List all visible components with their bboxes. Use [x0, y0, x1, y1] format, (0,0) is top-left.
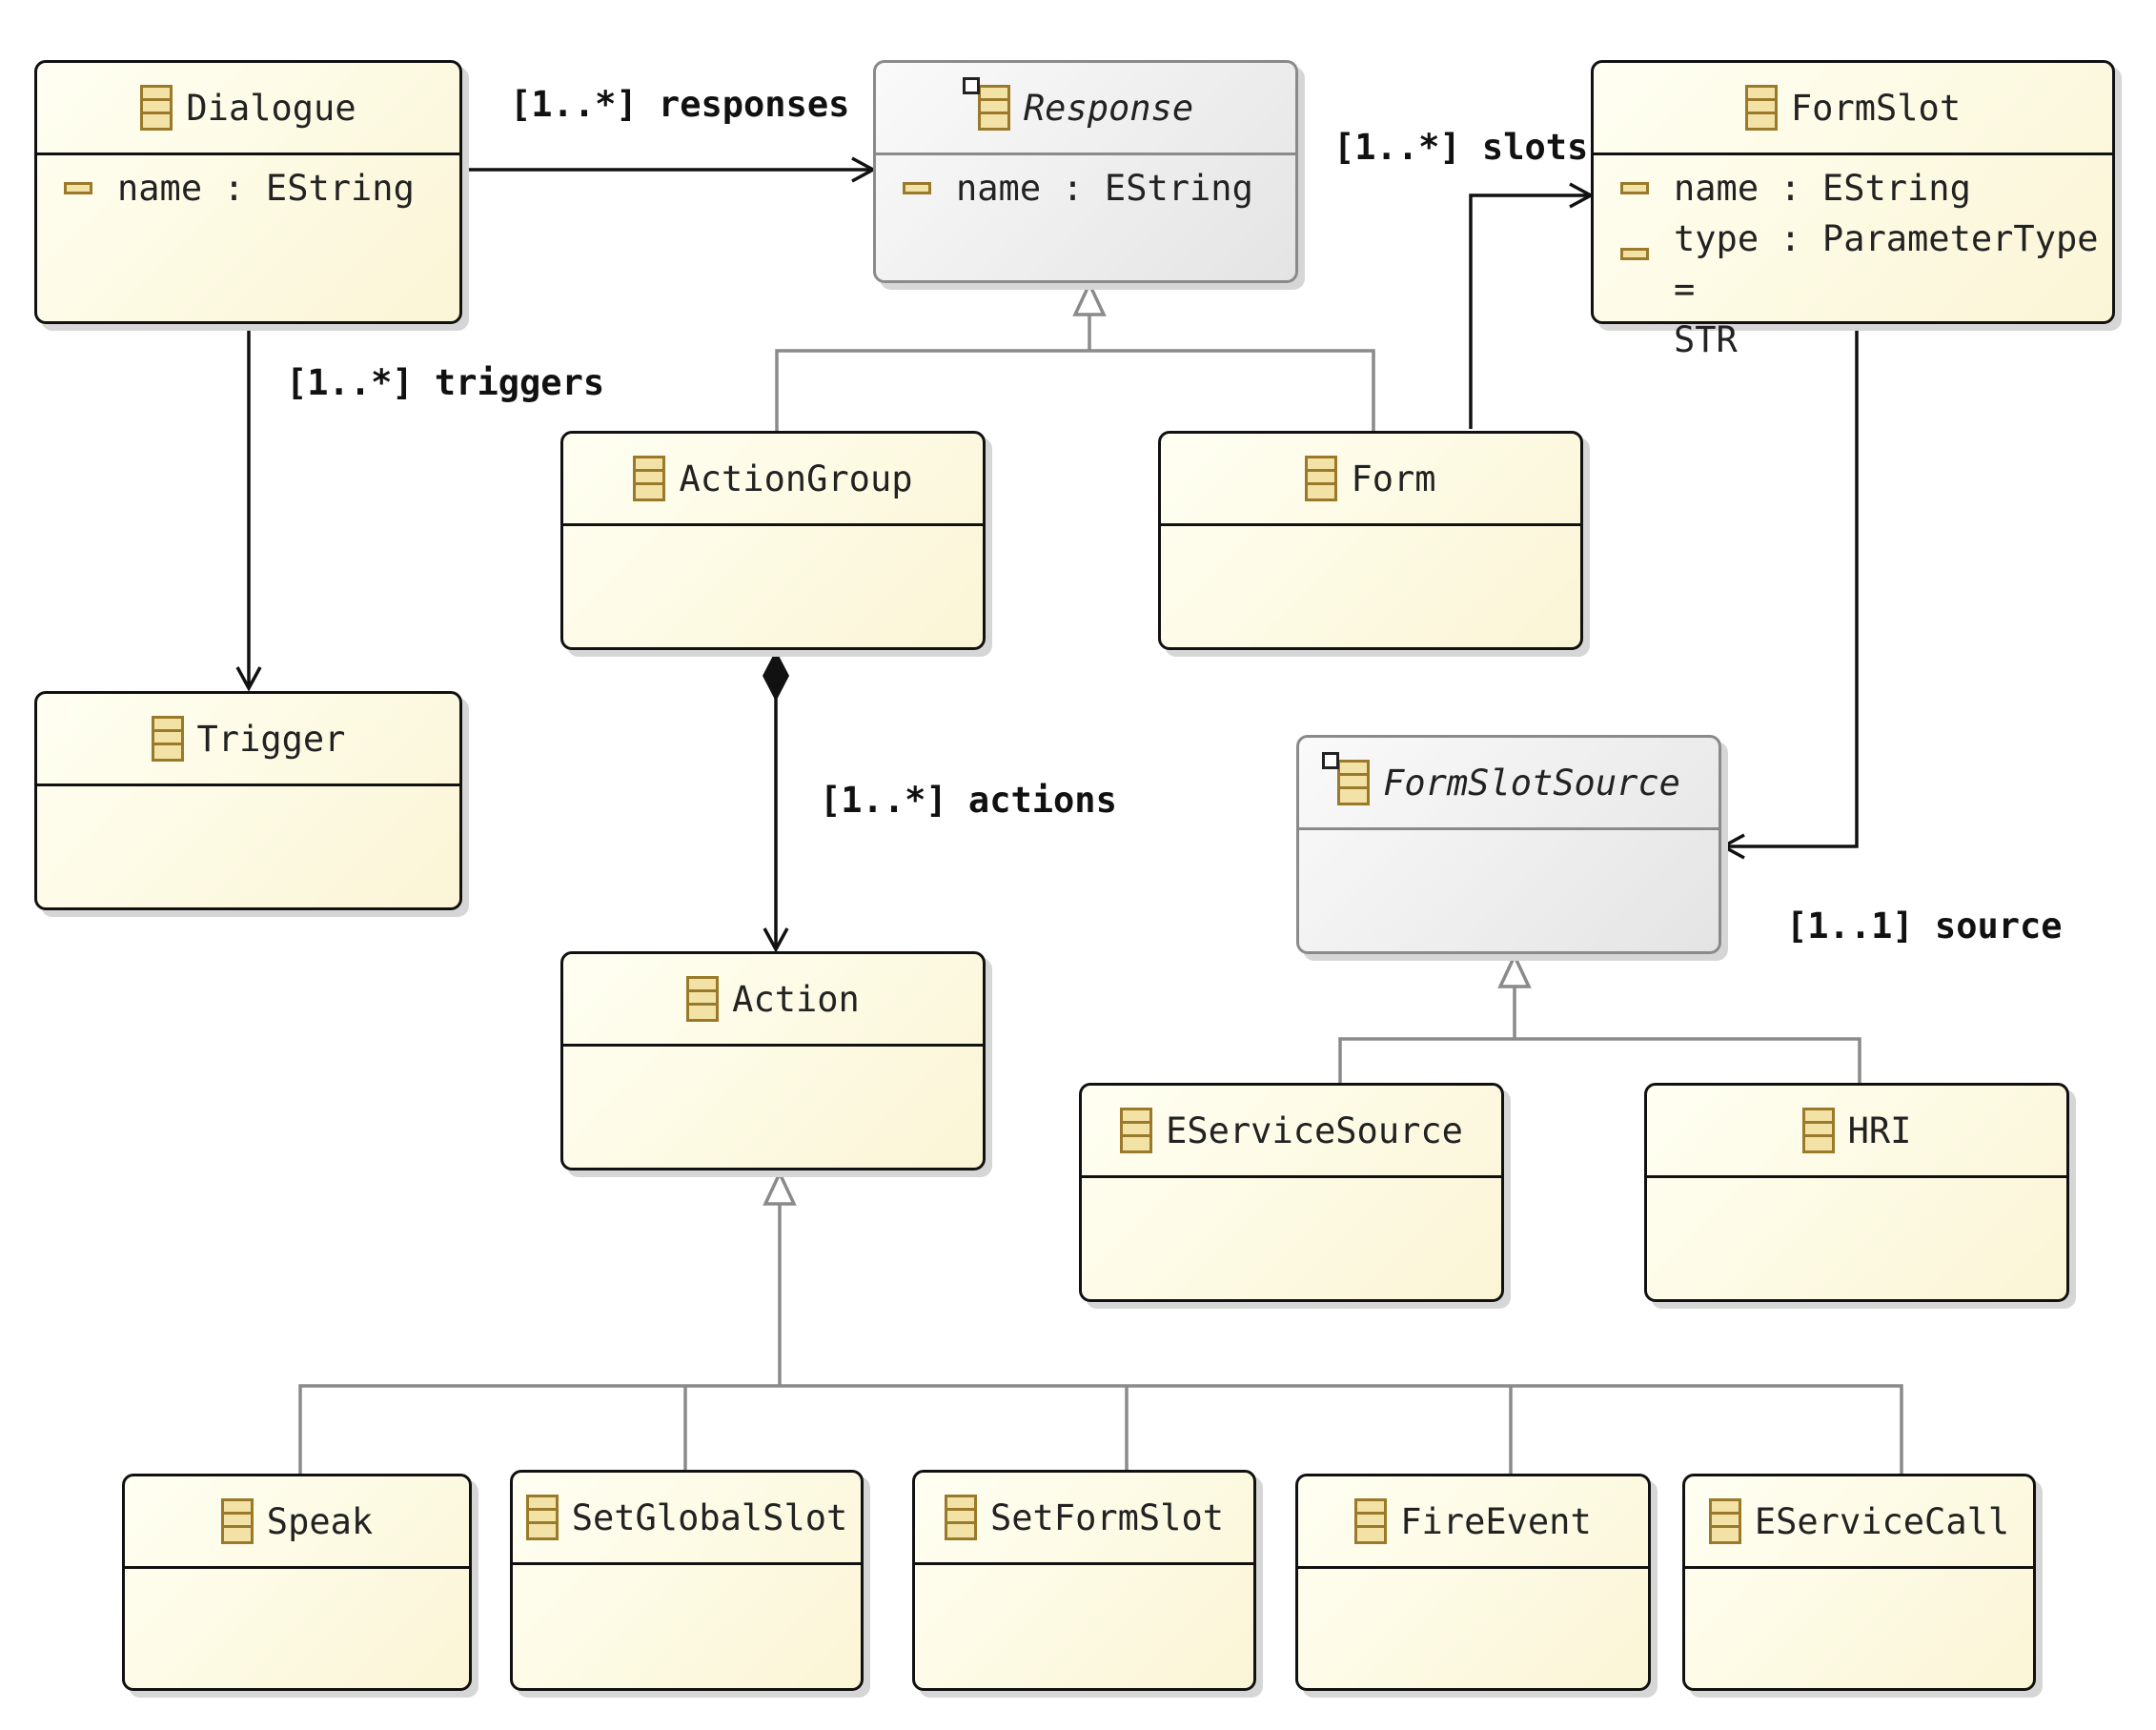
- class-icon: [944, 1495, 977, 1540]
- class-icon: [1744, 85, 1778, 131]
- attribute-icon: [903, 182, 931, 194]
- class-form[interactable]: Form: [1158, 431, 1583, 650]
- class-name: HRI: [1847, 1109, 1912, 1151]
- class-name: SetFormSlot: [989, 1496, 1225, 1538]
- class-name: FireEvent: [1400, 1500, 1592, 1542]
- generalization-action: [298, 1384, 1903, 1474]
- class-name: FormSlotSource: [1383, 762, 1680, 804]
- slots-association: [1469, 182, 1595, 429]
- class-icon: [1354, 1498, 1388, 1544]
- class-name: SetGlobalSlot: [571, 1496, 848, 1538]
- class-name: Response: [1023, 87, 1194, 129]
- class-header: FormSlot: [1594, 63, 2112, 155]
- label-responses: [1..*] responses: [510, 84, 850, 125]
- class-name: EServiceSource: [1166, 1109, 1463, 1151]
- attribute-compartment: name : EString type : ParameterType = ST…: [1594, 155, 2112, 365]
- class-header: FireEvent: [1298, 1476, 1648, 1569]
- class-hri[interactable]: HRI: [1644, 1083, 2069, 1302]
- attribute-compartment: name : EString: [876, 155, 1295, 214]
- class-header: Form: [1161, 434, 1580, 526]
- class-header: EServiceSource: [1082, 1086, 1501, 1178]
- label-actions: [1..*] actions: [820, 780, 1117, 821]
- class-trigger[interactable]: Trigger: [34, 691, 462, 910]
- attribute-text: name : EString: [117, 168, 415, 209]
- attribute-icon: [64, 182, 92, 194]
- label-source: [1..1] source: [1786, 906, 2063, 946]
- class-icon: [151, 716, 184, 762]
- class-header: Response: [876, 63, 1295, 155]
- class-eservicecall[interactable]: EServiceCall: [1682, 1474, 2036, 1691]
- class-header: SetFormSlot: [915, 1473, 1253, 1565]
- class-header: ActionGroup: [563, 434, 983, 526]
- class-icon: [220, 1498, 254, 1544]
- generalization-arrowhead: [763, 1169, 797, 1206]
- class-header: Dialogue: [37, 63, 459, 155]
- class-action[interactable]: Action: [560, 951, 986, 1170]
- attribute[interactable]: type : ParameterType = STR: [1594, 214, 2112, 365]
- attribute[interactable]: name : EString: [37, 163, 459, 214]
- abstract-class-icon: [962, 77, 1010, 131]
- attribute-text: name : EString: [956, 168, 1253, 209]
- class-header: Action: [563, 954, 983, 1047]
- label-triggers: [1..*] triggers: [286, 362, 605, 403]
- class-header: EServiceCall: [1685, 1476, 2033, 1569]
- class-header: Trigger: [37, 694, 459, 786]
- attribute-text: name : EString: [1674, 168, 1971, 209]
- class-icon: [1305, 456, 1338, 501]
- class-name: Trigger: [196, 718, 346, 760]
- class-setformslot[interactable]: SetFormSlot: [912, 1470, 1256, 1691]
- class-eservicesource[interactable]: EServiceSource: [1079, 1083, 1504, 1302]
- class-name: Dialogue: [186, 87, 356, 129]
- class-header: Speak: [125, 1476, 469, 1569]
- attribute[interactable]: name : EString: [876, 163, 1295, 214]
- class-setglobalslot[interactable]: SetGlobalSlot: [510, 1470, 864, 1691]
- generalization-arrowhead: [1497, 951, 1532, 988]
- generalization-formslotsource: [1338, 1037, 1861, 1085]
- generalization-response: [775, 349, 1375, 431]
- class-name: EServiceCall: [1754, 1500, 2010, 1542]
- class-icon: [1708, 1498, 1741, 1544]
- attribute-icon: [1620, 248, 1649, 260]
- class-header: FormSlotSource: [1299, 738, 1719, 830]
- class-formslotsource[interactable]: FormSlotSource: [1296, 735, 1721, 954]
- attribute-text: type : ParameterType = STR: [1674, 218, 2099, 360]
- class-icon: [633, 456, 666, 501]
- class-response[interactable]: Response name : EString: [873, 60, 1298, 283]
- attribute[interactable]: name : EString: [1594, 163, 2112, 214]
- abstract-class-icon: [1322, 752, 1371, 805]
- class-header: HRI: [1647, 1086, 2066, 1178]
- class-actiongroup[interactable]: ActionGroup: [560, 431, 986, 650]
- generalization-arrowhead: [1072, 279, 1107, 316]
- class-dialogue[interactable]: Dialogue name : EString: [34, 60, 462, 324]
- class-icon: [140, 85, 173, 131]
- class-name: FormSlot: [1790, 87, 1962, 129]
- class-formslot[interactable]: FormSlot name : EString type : Parameter…: [1591, 60, 2115, 360]
- class-name: Speak: [266, 1500, 374, 1542]
- class-name: ActionGroup: [679, 458, 913, 499]
- class-speak[interactable]: Speak: [122, 1474, 472, 1691]
- attribute-compartment: name : EString: [37, 155, 459, 214]
- class-fireevent[interactable]: FireEvent: [1295, 1474, 1651, 1691]
- class-icon: [1801, 1108, 1835, 1153]
- class-name: Form: [1351, 458, 1436, 499]
- attribute-icon: [1620, 182, 1649, 194]
- class-icon: [1120, 1108, 1153, 1153]
- composition-diamond: [763, 650, 789, 702]
- class-header: SetGlobalSlot: [513, 1473, 861, 1565]
- class-name: Action: [732, 978, 860, 1020]
- class-icon: [686, 976, 720, 1022]
- label-slots: [1..*] slots: [1333, 127, 1589, 168]
- source-association: [1719, 324, 1859, 860]
- class-icon: [525, 1495, 559, 1540]
